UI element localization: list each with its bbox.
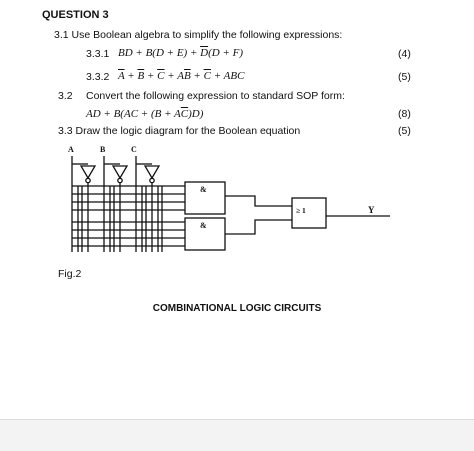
output-label-y: Y — [368, 205, 375, 215]
and-gate-1-label: & — [200, 185, 207, 194]
q32-text: Convert the following expression to stan… — [86, 90, 345, 102]
input-label-a: A — [68, 145, 74, 154]
q332-expression: A + B + C + AB + C + ABC — [118, 70, 245, 82]
q331-expression: BD + B(D + E) + D(D + F) — [118, 47, 244, 59]
input-label-c: C — [131, 145, 137, 154]
logic-diagram: A B C — [68, 145, 390, 252]
q32-marks: (8) — [398, 108, 411, 120]
and-gate-2-label: & — [200, 221, 207, 230]
figure-label: Fig.2 — [58, 268, 82, 280]
q32-expression: AD + B(AC + (B + AC)D) — [86, 108, 204, 120]
q31-text: 3.1 Use Boolean algebra to simplify the … — [54, 29, 343, 41]
q32-number: 3.2 — [58, 90, 73, 102]
section-title: COMBINATIONAL LOGIC CIRCUITS — [152, 303, 322, 314]
q331-marks: (4) — [398, 48, 411, 60]
and-gate-1 — [184, 181, 226, 215]
input-label-b: B — [100, 145, 106, 154]
inverter-b — [111, 165, 129, 180]
q33-text: 3.3 Draw the logic diagram for the Boole… — [58, 125, 301, 137]
or-gate-label: ≥ 1 — [296, 206, 306, 215]
footer-divider — [0, 419, 474, 420]
q332-marks: (5) — [398, 71, 411, 83]
q33-marks: (5) — [398, 125, 411, 137]
q332-number: 3.3.2 — [86, 71, 110, 83]
or-gate — [291, 197, 327, 229]
footer-area — [0, 420, 474, 451]
inverter-a — [79, 165, 97, 180]
inverter-c — [143, 165, 161, 180]
q331-number: 3.3.1 — [86, 48, 110, 60]
question-heading: QUESTION 3 — [42, 9, 109, 21]
